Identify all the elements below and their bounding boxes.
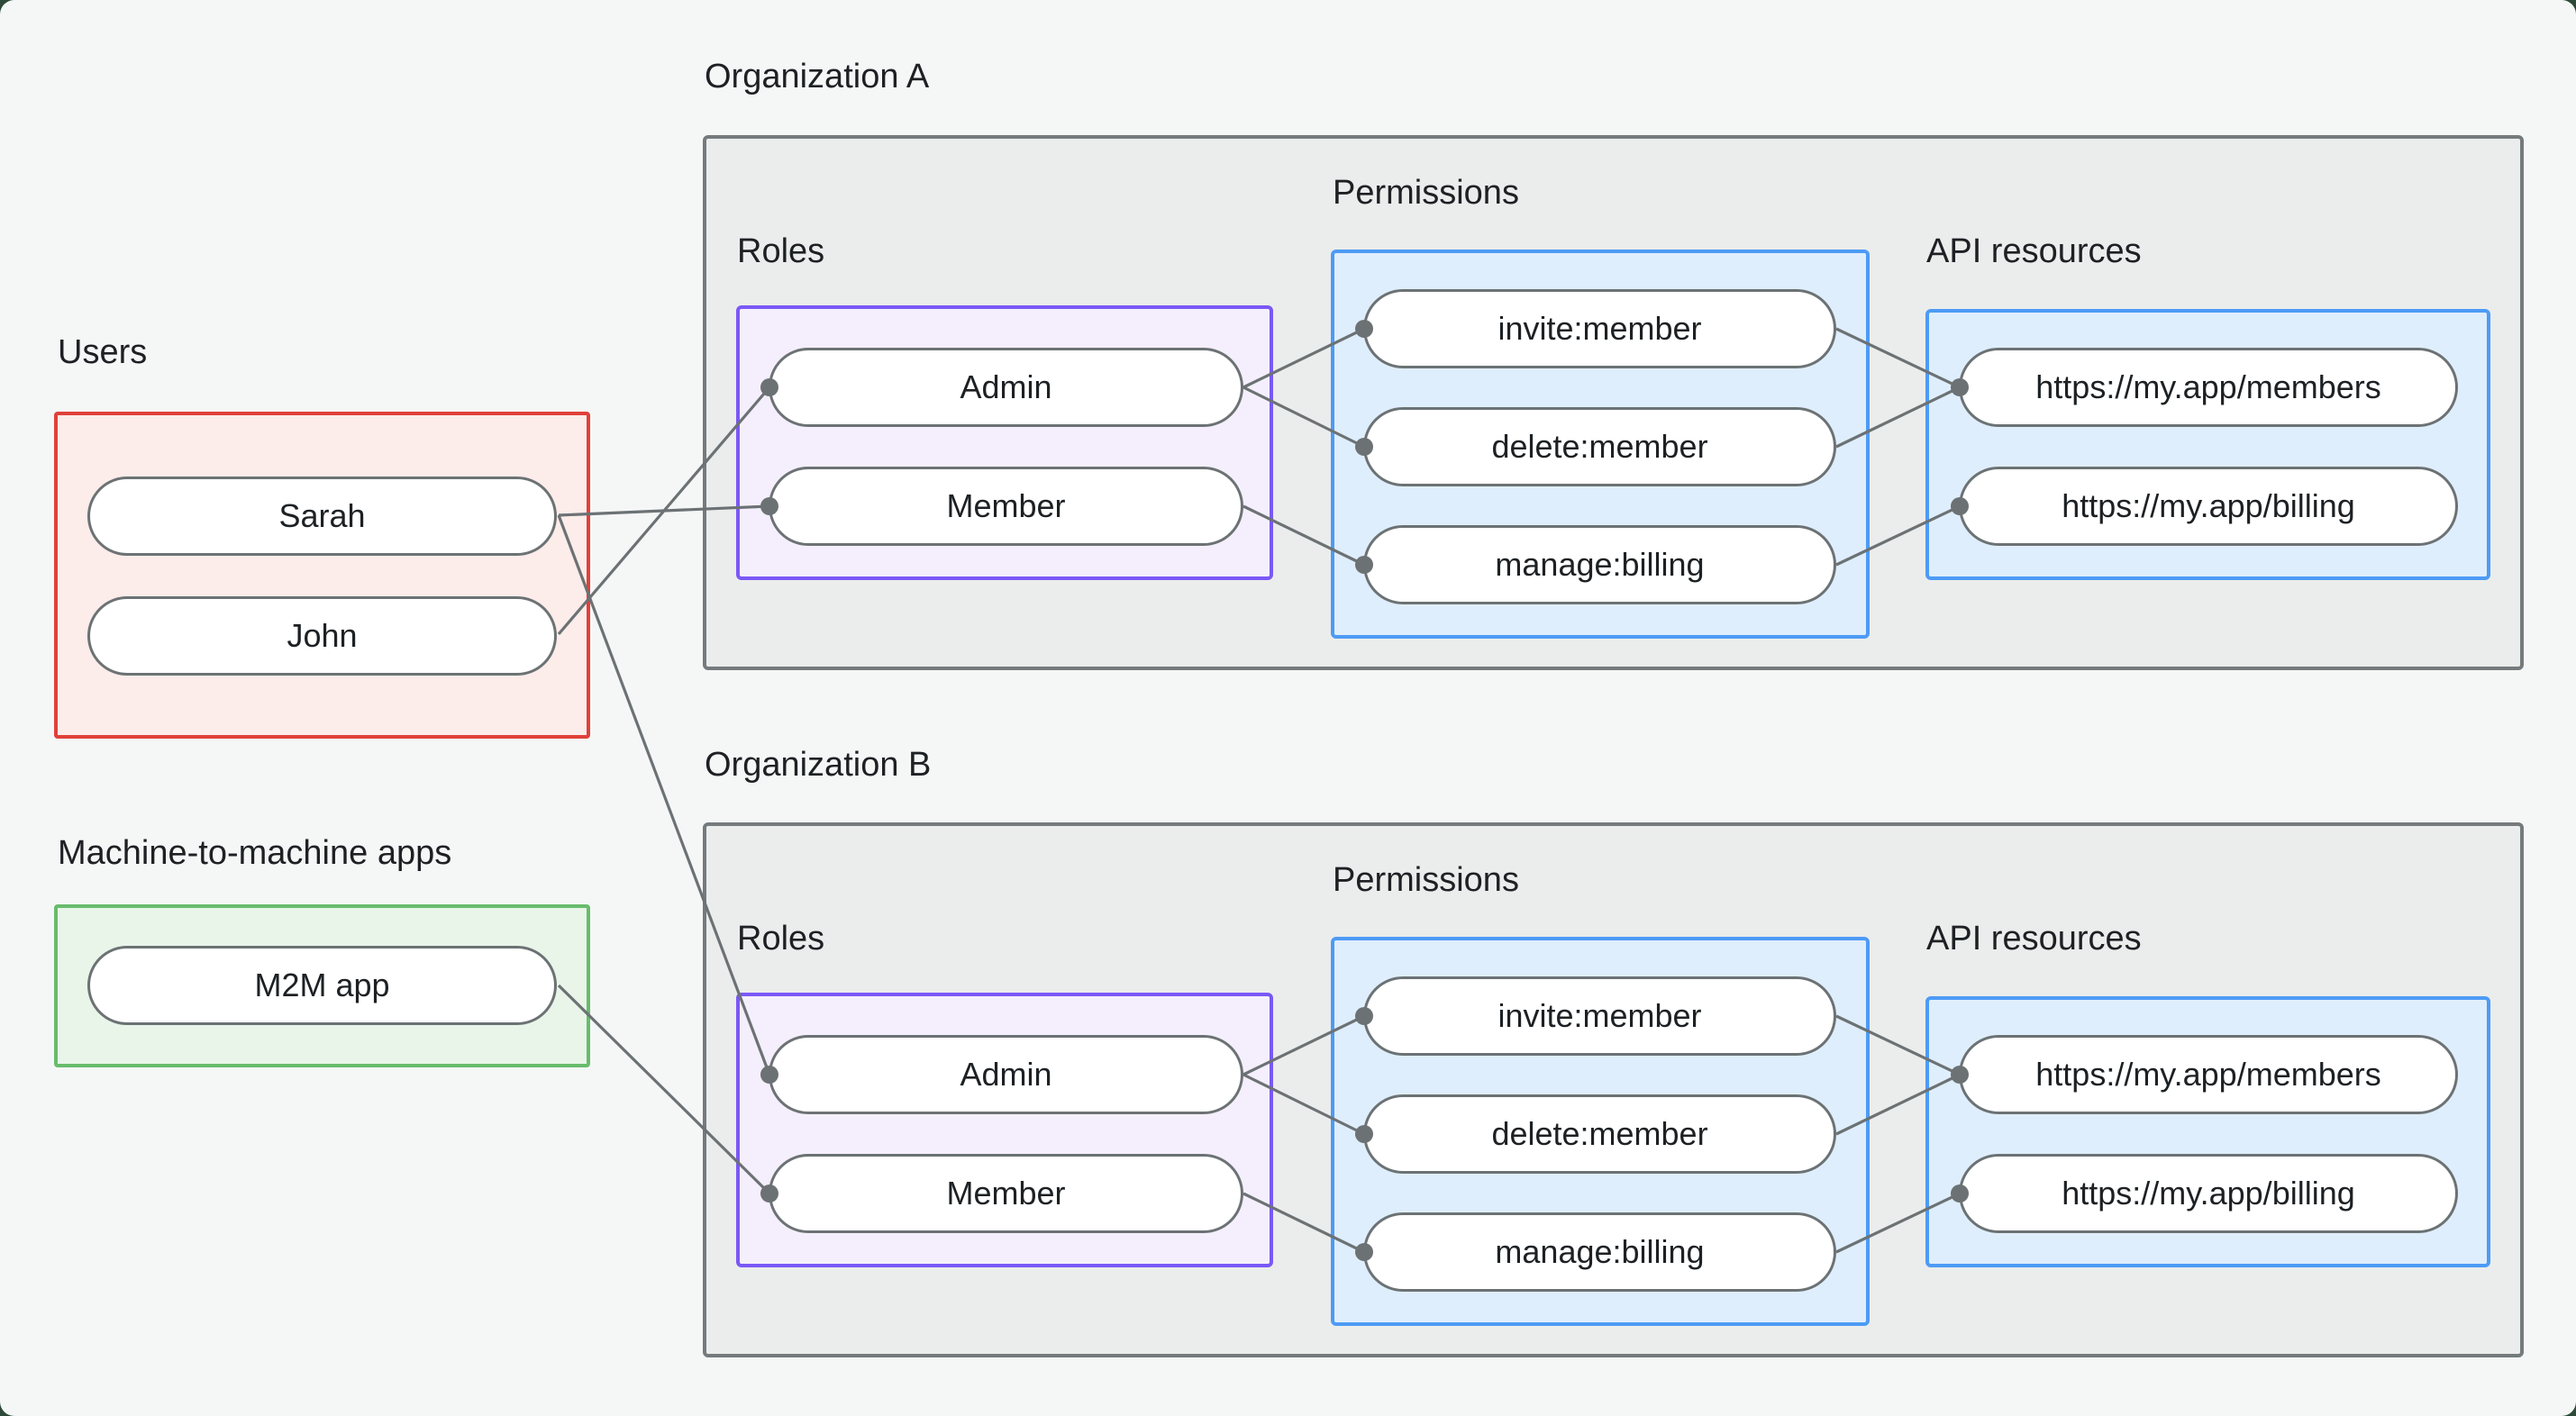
org-b-permissions-label: Permissions	[1333, 861, 1519, 899]
node-org-b-role-admin: Admin	[769, 1035, 1243, 1114]
node-org-a-perm-invite-member: invite:member	[1363, 289, 1836, 368]
node-org-b-perm-delete-member: delete:member	[1363, 1094, 1836, 1174]
node-org-a-perm-manage-billing: manage:billing	[1363, 525, 1836, 604]
m2m-group-label: Machine-to-machine apps	[58, 834, 452, 872]
node-org-b-perm-invite-member: invite:member	[1363, 976, 1836, 1056]
node-org-b-role-member: Member	[769, 1154, 1243, 1233]
node-org-b-api-members: https://my.app/members	[1959, 1035, 2458, 1114]
org-a-roles-label: Roles	[737, 232, 825, 270]
node-org-b-api-billing: https://my.app/billing	[1959, 1154, 2458, 1233]
users-group-label: Users	[58, 333, 148, 371]
node-m2m-app: M2M app	[87, 946, 557, 1025]
org-a-api-resources-label: API resources	[1926, 232, 2142, 270]
node-org-a-role-member: Member	[769, 467, 1243, 546]
node-user-sarah: Sarah	[87, 477, 557, 556]
org-a-title: Organization A	[705, 58, 930, 95]
users-group-box	[54, 412, 590, 739]
node-org-a-api-billing: https://my.app/billing	[1959, 467, 2458, 546]
node-org-b-perm-manage-billing: manage:billing	[1363, 1212, 1836, 1292]
node-org-a-api-members: https://my.app/members	[1959, 348, 2458, 427]
org-a-permissions-label: Permissions	[1333, 174, 1519, 212]
node-org-a-role-admin: Admin	[769, 348, 1243, 427]
org-b-roles-label: Roles	[737, 920, 825, 958]
org-b-api-resources-label: API resources	[1926, 920, 2142, 958]
org-b-title: Organization B	[705, 746, 932, 784]
node-org-a-perm-delete-member: delete:member	[1363, 407, 1836, 486]
node-user-john: John	[87, 596, 557, 676]
